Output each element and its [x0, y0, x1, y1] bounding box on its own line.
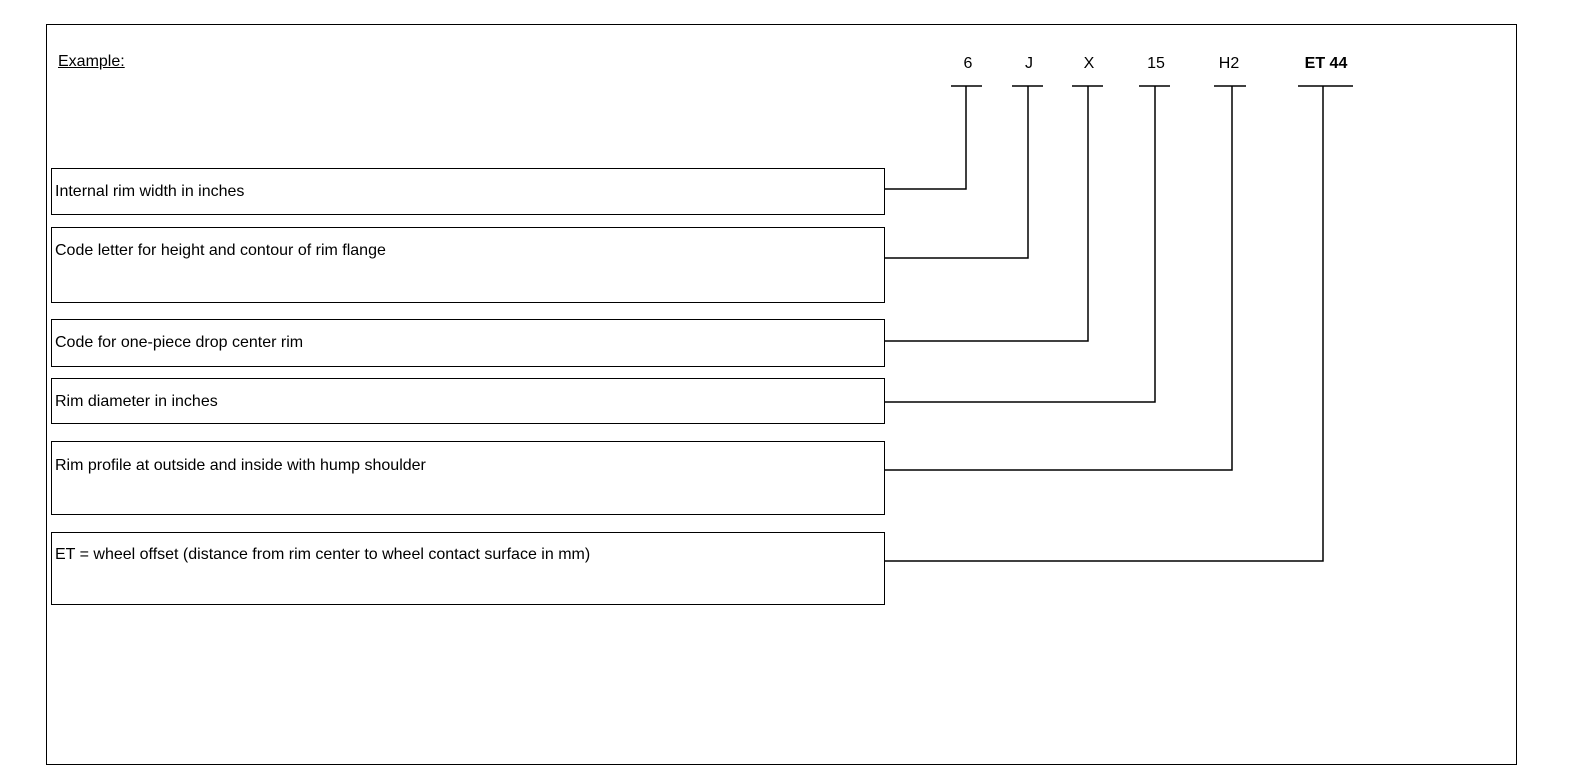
- leader-rim-diameter: [885, 86, 1156, 403]
- desc-wheel-offset: ET = wheel offset (distance from rim cen…: [55, 546, 591, 563]
- leader-rim-width: [885, 86, 967, 190]
- desc-box-hump-profile: Rim profile at outside and inside with h…: [51, 441, 885, 515]
- example-label: Example:: [58, 53, 125, 70]
- code-rim-diameter: 15: [1147, 55, 1165, 72]
- code-flange-letter: J: [1025, 55, 1033, 72]
- code-hump-profile: H2: [1218, 55, 1240, 72]
- leader-hump-profile: [885, 86, 1233, 471]
- desc-box-rim-diameter: Rim diameter in inches: [51, 378, 885, 424]
- desc-rim-diameter: Rim diameter in inches: [55, 393, 218, 410]
- desc-hump-profile: Rim profile at outside and inside with h…: [55, 457, 426, 474]
- code-wheel-offset: ET 44: [1304, 55, 1348, 72]
- code-rim-width: 6: [963, 55, 973, 72]
- desc-drop-center: Code for one-piece drop center rim: [55, 334, 304, 351]
- desc-box-drop-center: Code for one-piece drop center rim: [51, 319, 885, 367]
- diagram-frame: [46, 24, 1517, 765]
- desc-box-rim-width: Internal rim width in inches: [51, 168, 885, 215]
- leader-flange-letter: [885, 86, 1029, 259]
- leader-drop-center: [885, 86, 1089, 342]
- desc-flange-letter: Code letter for height and contour of ri…: [55, 242, 386, 259]
- leader-wheel-offset: [885, 86, 1324, 562]
- desc-box-wheel-offset: ET = wheel offset (distance from rim cen…: [51, 532, 885, 605]
- desc-rim-width: Internal rim width in inches: [55, 183, 245, 200]
- desc-box-flange-letter: Code letter for height and contour of ri…: [51, 227, 885, 303]
- code-drop-center: X: [1083, 55, 1095, 72]
